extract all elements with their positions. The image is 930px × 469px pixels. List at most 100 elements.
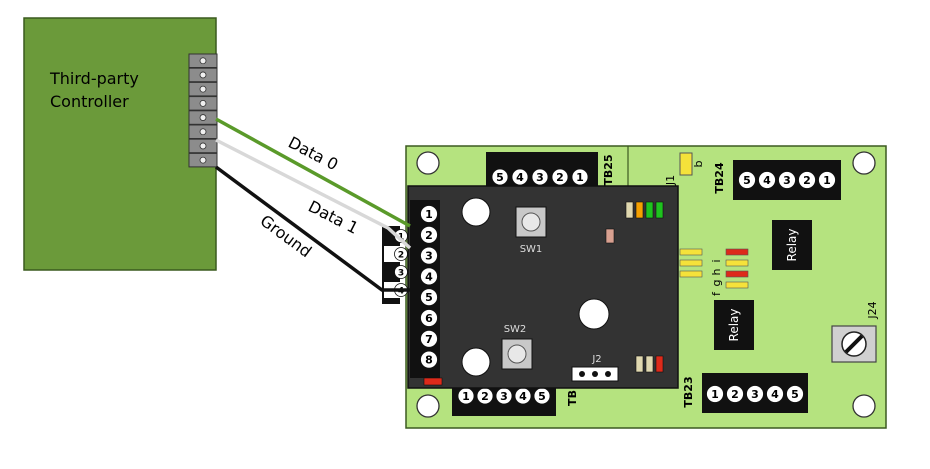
- j24-potentiometer: J24: [831, 301, 879, 363]
- terminal-pin-label: 3: [751, 388, 759, 401]
- relay-bottom-label: Relay: [727, 309, 741, 342]
- terminal-pin-label: 3: [783, 174, 791, 187]
- jumper-right-4: [725, 281, 749, 289]
- sw2-button[interactable]: [501, 338, 533, 370]
- daughter-terminal-pin-label: 4: [425, 270, 433, 283]
- jumper-left-1: [679, 248, 703, 256]
- terminal-pin: [798, 171, 816, 189]
- j24-label: J24: [866, 301, 879, 319]
- terminal-pin: [746, 385, 764, 403]
- terminal-pin-label: 2: [803, 174, 811, 187]
- wire-data-1: [215, 138, 412, 250]
- terminal-pin-label: 3: [536, 171, 544, 184]
- terminal-pin: [786, 385, 804, 403]
- terminal-pin: [571, 168, 589, 186]
- led-bottom-1: [635, 355, 644, 373]
- sw1-label: SW1: [520, 244, 543, 255]
- daughter-terminal-pin-label: 6: [425, 312, 433, 325]
- controller-terminal-screw: [199, 71, 207, 79]
- terminal-pin: [818, 171, 836, 189]
- led-top-3: [645, 201, 654, 219]
- terminal-pin-label: 1: [711, 388, 719, 401]
- terminal-pin-label: 5: [791, 388, 799, 401]
- jumper-right-3: [725, 270, 749, 278]
- daughter-terminal-pin: [420, 350, 438, 369]
- mounting-hole-top-right: [852, 151, 876, 175]
- mounting-hole-bottom-right: [852, 394, 876, 418]
- relay-bottom-body: [714, 300, 754, 350]
- terminal-pin-label: 2: [481, 390, 489, 403]
- daughter-terminal-pin-label: 2: [425, 229, 433, 242]
- daughter-terminal-pin-label: 5: [425, 291, 433, 304]
- controller-label-line2: Controller: [50, 92, 129, 111]
- daughter-terminal-pin-label: 8: [425, 354, 433, 367]
- daughter-led-strip-bottom: [635, 355, 664, 373]
- third-party-controller: Third-party Controller: [23, 17, 218, 271]
- controller-terminal-strip: [188, 53, 218, 168]
- j2-header: [571, 366, 619, 382]
- tb-bottom-left-label: TB: [566, 390, 579, 406]
- j1-jumper: [679, 152, 693, 176]
- relay-bottom: Relay: [714, 300, 754, 350]
- daughter-terminal-pin-label: 3: [425, 250, 433, 263]
- daughter-terminal-pin: [420, 288, 438, 307]
- daughter-led-strip-top: [625, 201, 664, 219]
- daughter-red-led: [423, 377, 443, 386]
- controller-terminal-screw: [199, 142, 207, 150]
- jumper-left-2: [679, 259, 703, 267]
- terminal-pin: [766, 385, 784, 403]
- controller-label-line1: Third-party: [49, 69, 139, 88]
- daughter-terminal-housing: [410, 200, 440, 378]
- led-bottom-3: [655, 355, 664, 373]
- terminal-pin: [706, 385, 724, 403]
- sw1-cap: [521, 212, 541, 232]
- terminal-pin: [511, 168, 529, 186]
- j2-pin-2: [592, 371, 598, 377]
- led-top-2: [635, 201, 644, 219]
- led-top-1: [625, 201, 634, 219]
- terminal-pin: [491, 168, 509, 186]
- wire-ground: [214, 165, 410, 292]
- wires: Data 0 Data 1 Ground: [214, 117, 412, 292]
- terminal-pin: [758, 171, 776, 189]
- daughter-terminal-pin: [420, 205, 438, 223]
- jumper-right-2: [725, 259, 749, 267]
- daughter-resistor: [605, 228, 615, 244]
- controller-body: [23, 17, 217, 271]
- j24-knob-slot: [844, 334, 864, 354]
- sw1-button[interactable]: [515, 206, 547, 238]
- daughter-mount-hole-bottom: [461, 347, 491, 377]
- daughter-terminal-pin-label: 7: [425, 333, 433, 346]
- terminal-pin-label: 4: [519, 390, 527, 403]
- wire-data-0: [215, 117, 411, 228]
- sw2-cap: [507, 344, 527, 364]
- daughter-mount-hole-middle: [578, 298, 610, 330]
- daughter-terminal-pin: [420, 309, 438, 327]
- relay-top-label: Relay: [785, 229, 799, 262]
- controller-terminal-screw: [199, 128, 207, 136]
- terminal-pin-label: 5: [496, 171, 504, 184]
- tb23-label: TB23: [682, 376, 695, 407]
- relay-top-body: [772, 220, 812, 270]
- daughter-terminal-pin: [420, 246, 438, 265]
- left-connector-pin-label: 2: [398, 251, 404, 261]
- terminal-pin-label: 5: [743, 174, 751, 187]
- daughter-mount-hole-top: [461, 197, 491, 227]
- terminal-pin-label: 4: [763, 174, 771, 187]
- terminal-pin-label: 4: [771, 388, 779, 401]
- terminal-pin-label: 1: [823, 174, 831, 187]
- tb25-label: TB25: [602, 154, 615, 185]
- wire-label-data-1: Data 1: [305, 197, 361, 238]
- led-bottom-2: [645, 355, 654, 373]
- j1-letter: b: [692, 160, 705, 167]
- daughter-terminal-pin: [420, 267, 438, 286]
- jumper-left-3: [679, 270, 703, 278]
- relay-top: Relay: [772, 220, 812, 270]
- terminal-pin-label: 4: [516, 171, 524, 184]
